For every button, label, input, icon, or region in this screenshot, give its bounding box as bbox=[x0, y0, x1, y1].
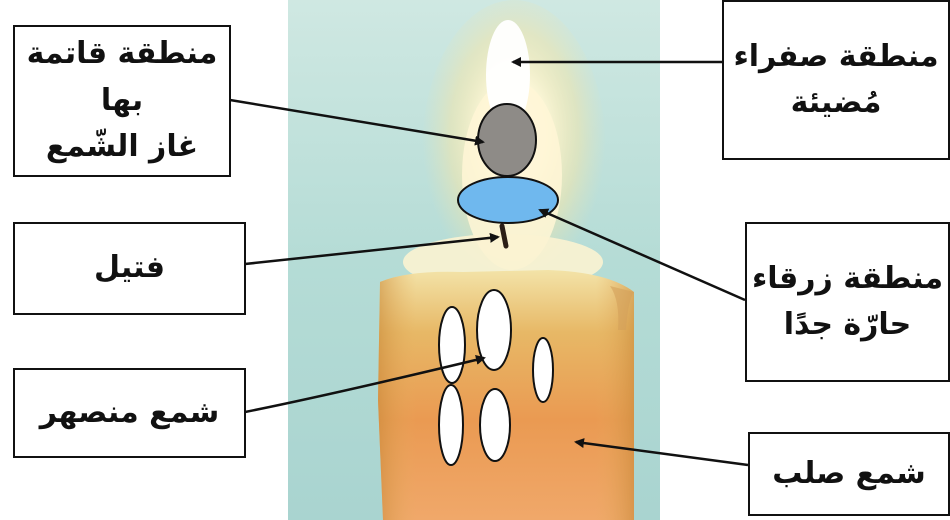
label-wick: فتيل bbox=[13, 222, 246, 315]
label-blue-zone-line2: حارّة جدًا bbox=[783, 307, 912, 342]
dark-zone-marker bbox=[477, 103, 537, 177]
label-yellow-zone-line1: منطقة صفراء bbox=[733, 38, 939, 74]
label-solid-wax-text: شمع صلب bbox=[772, 455, 926, 491]
label-blue-zone: منطقة زرقاء حارّة جدًا bbox=[745, 222, 950, 382]
wick-shape bbox=[499, 223, 509, 249]
melted-wax-oval bbox=[438, 306, 466, 384]
label-yellow-zone-line2: مُضيئة bbox=[790, 85, 882, 120]
label-melted-wax: شمع منصهر bbox=[13, 368, 246, 458]
blue-zone-marker bbox=[457, 176, 559, 224]
label-dark-zone: منطقة قاتمة بها غاز الشّمع bbox=[13, 25, 231, 177]
label-melted-wax-text: شمع منصهر bbox=[39, 394, 220, 430]
label-yellow-zone: منطقة صفراء مُضيئة bbox=[722, 0, 950, 160]
melted-wax-oval bbox=[532, 337, 554, 403]
label-dark-zone-line1: منطقة قاتمة بها bbox=[26, 36, 218, 118]
melted-wax-oval bbox=[479, 388, 511, 462]
label-blue-zone-line1: منطقة زرقاء bbox=[751, 260, 944, 296]
label-solid-wax: شمع صلب bbox=[748, 432, 950, 516]
arrow-solid-wax bbox=[574, 438, 749, 467]
flame-tip bbox=[486, 20, 530, 130]
arrow-wick bbox=[244, 232, 500, 266]
label-wick-text: فتيل bbox=[94, 250, 165, 286]
label-dark-zone-line2: غاز الشّمع bbox=[45, 129, 199, 165]
arrow-dark-zone bbox=[229, 98, 485, 146]
wax-drip bbox=[610, 286, 634, 330]
melted-wax-oval bbox=[438, 384, 464, 466]
arrow-melted-wax bbox=[244, 355, 486, 414]
arrow-blue-zone bbox=[538, 208, 746, 302]
melted-wax-oval bbox=[476, 289, 512, 371]
